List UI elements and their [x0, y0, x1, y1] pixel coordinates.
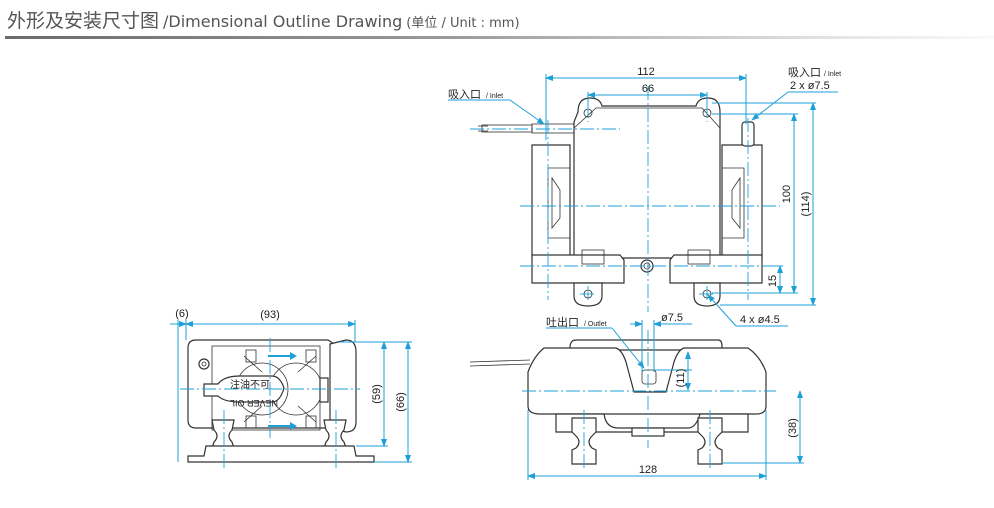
- dim-foot: 15: [767, 275, 779, 287]
- front-view: 吐出口 / Outlet ø7.5 (11) (38) 128: [469, 312, 804, 480]
- dim-height: (38): [787, 418, 799, 438]
- dim-outlet-diameter: ø7.5: [661, 312, 683, 324]
- title-chinese: 外形及安装尺寸图: [7, 10, 160, 32]
- flow-arrow-icon: [268, 352, 297, 360]
- pump-head-right: [721, 144, 763, 259]
- mount-holes-spec: 4 x ø4.5: [740, 314, 780, 326]
- inlet-right-spec: 2 x ø7.5: [790, 80, 830, 92]
- dim-inner-height: (59): [371, 384, 383, 404]
- dim-width: (93): [260, 309, 280, 321]
- flow-arrow-icon: [268, 422, 297, 430]
- side-view: 注油不可 NEVER OIL (6) (93) (59) (66): [170, 308, 412, 468]
- dim-offset: (6): [175, 308, 188, 320]
- dim-height: (66): [395, 392, 407, 412]
- lead-wires: [478, 123, 577, 134]
- never-oil-label-cn: 注油不可: [230, 378, 270, 391]
- inlet-right-label-en: / Inlet: [824, 71, 841, 78]
- outlet-label: 吐出口: [546, 315, 579, 329]
- top-view: 112 66 吸入口 / Inlet 吸入口 / Inlet 2 x ø7.5 …: [448, 66, 841, 327]
- pump-head-left: [531, 144, 571, 259]
- dim-overall-height: (114): [800, 192, 812, 217]
- front-body: [527, 347, 767, 415]
- motor-body: [573, 97, 721, 259]
- title-english: /Dimensional Outline Drawing: [163, 12, 403, 31]
- dim-width: 128: [639, 464, 657, 476]
- page-header: 外形及安装尺寸图 /Dimensional Outline Drawing (单…: [7, 6, 520, 32]
- never-oil-label-en: NEVER OIL: [230, 398, 278, 408]
- dim-height: 100: [781, 185, 793, 203]
- dim-hole-pitch: 66: [642, 83, 654, 95]
- inlet-right-label: 吸入口: [788, 67, 821, 79]
- outlet-label-en: / Outlet: [584, 321, 607, 328]
- header-divider: [5, 36, 994, 39]
- dim-overall-width: 112: [637, 66, 655, 78]
- never-oil-plate: [203, 375, 285, 403]
- dim-outlet-height: (11): [675, 369, 687, 388]
- side-base-plate: [187, 445, 375, 463]
- base-plate: [531, 254, 625, 284]
- inlet-left-label-en: / Inlet: [486, 93, 503, 100]
- unit-note: (单位 / Unit : mm): [406, 16, 520, 31]
- inlet-left-label: 吸入口: [448, 89, 481, 101]
